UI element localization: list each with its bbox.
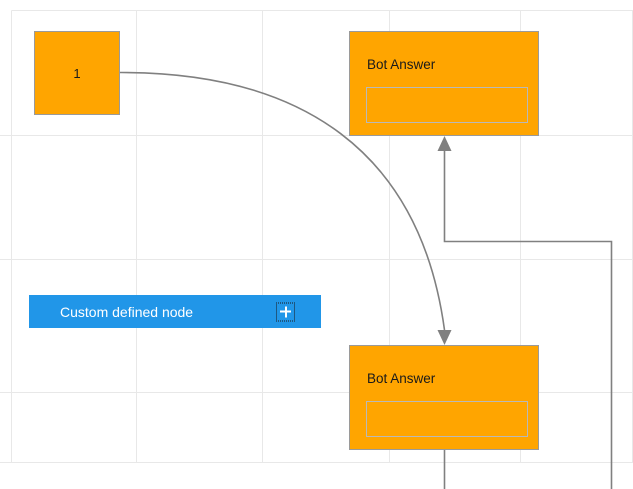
node-bot-answer-bottom[interactable]: Bot Answer (349, 345, 539, 450)
arrowhead-down-icon (437, 330, 452, 345)
plus-icon-vertical-bar (284, 306, 287, 317)
node-bot-answer-top-title: Bot Answer (367, 57, 436, 72)
node-bot-answer-top-slot[interactable] (366, 87, 528, 123)
node-bot-answer-bottom-title: Bot Answer (367, 371, 436, 386)
node-start[interactable]: 1 (34, 31, 120, 115)
node-custom-defined-label: Custom defined node (60, 303, 194, 320)
node-bot-answer-top[interactable]: Bot Answer (349, 31, 539, 136)
node-bot-answer-bottom-slot[interactable] (366, 401, 528, 437)
edge-start-to-bottom-path (119, 71, 446, 331)
node-start-label: 1 (73, 65, 81, 81)
edge-feedback-path (443, 150, 613, 489)
node-custom-defined[interactable]: Custom defined node (29, 295, 321, 328)
plus-icon[interactable] (276, 302, 295, 321)
arrowhead-up-icon (437, 136, 452, 151)
